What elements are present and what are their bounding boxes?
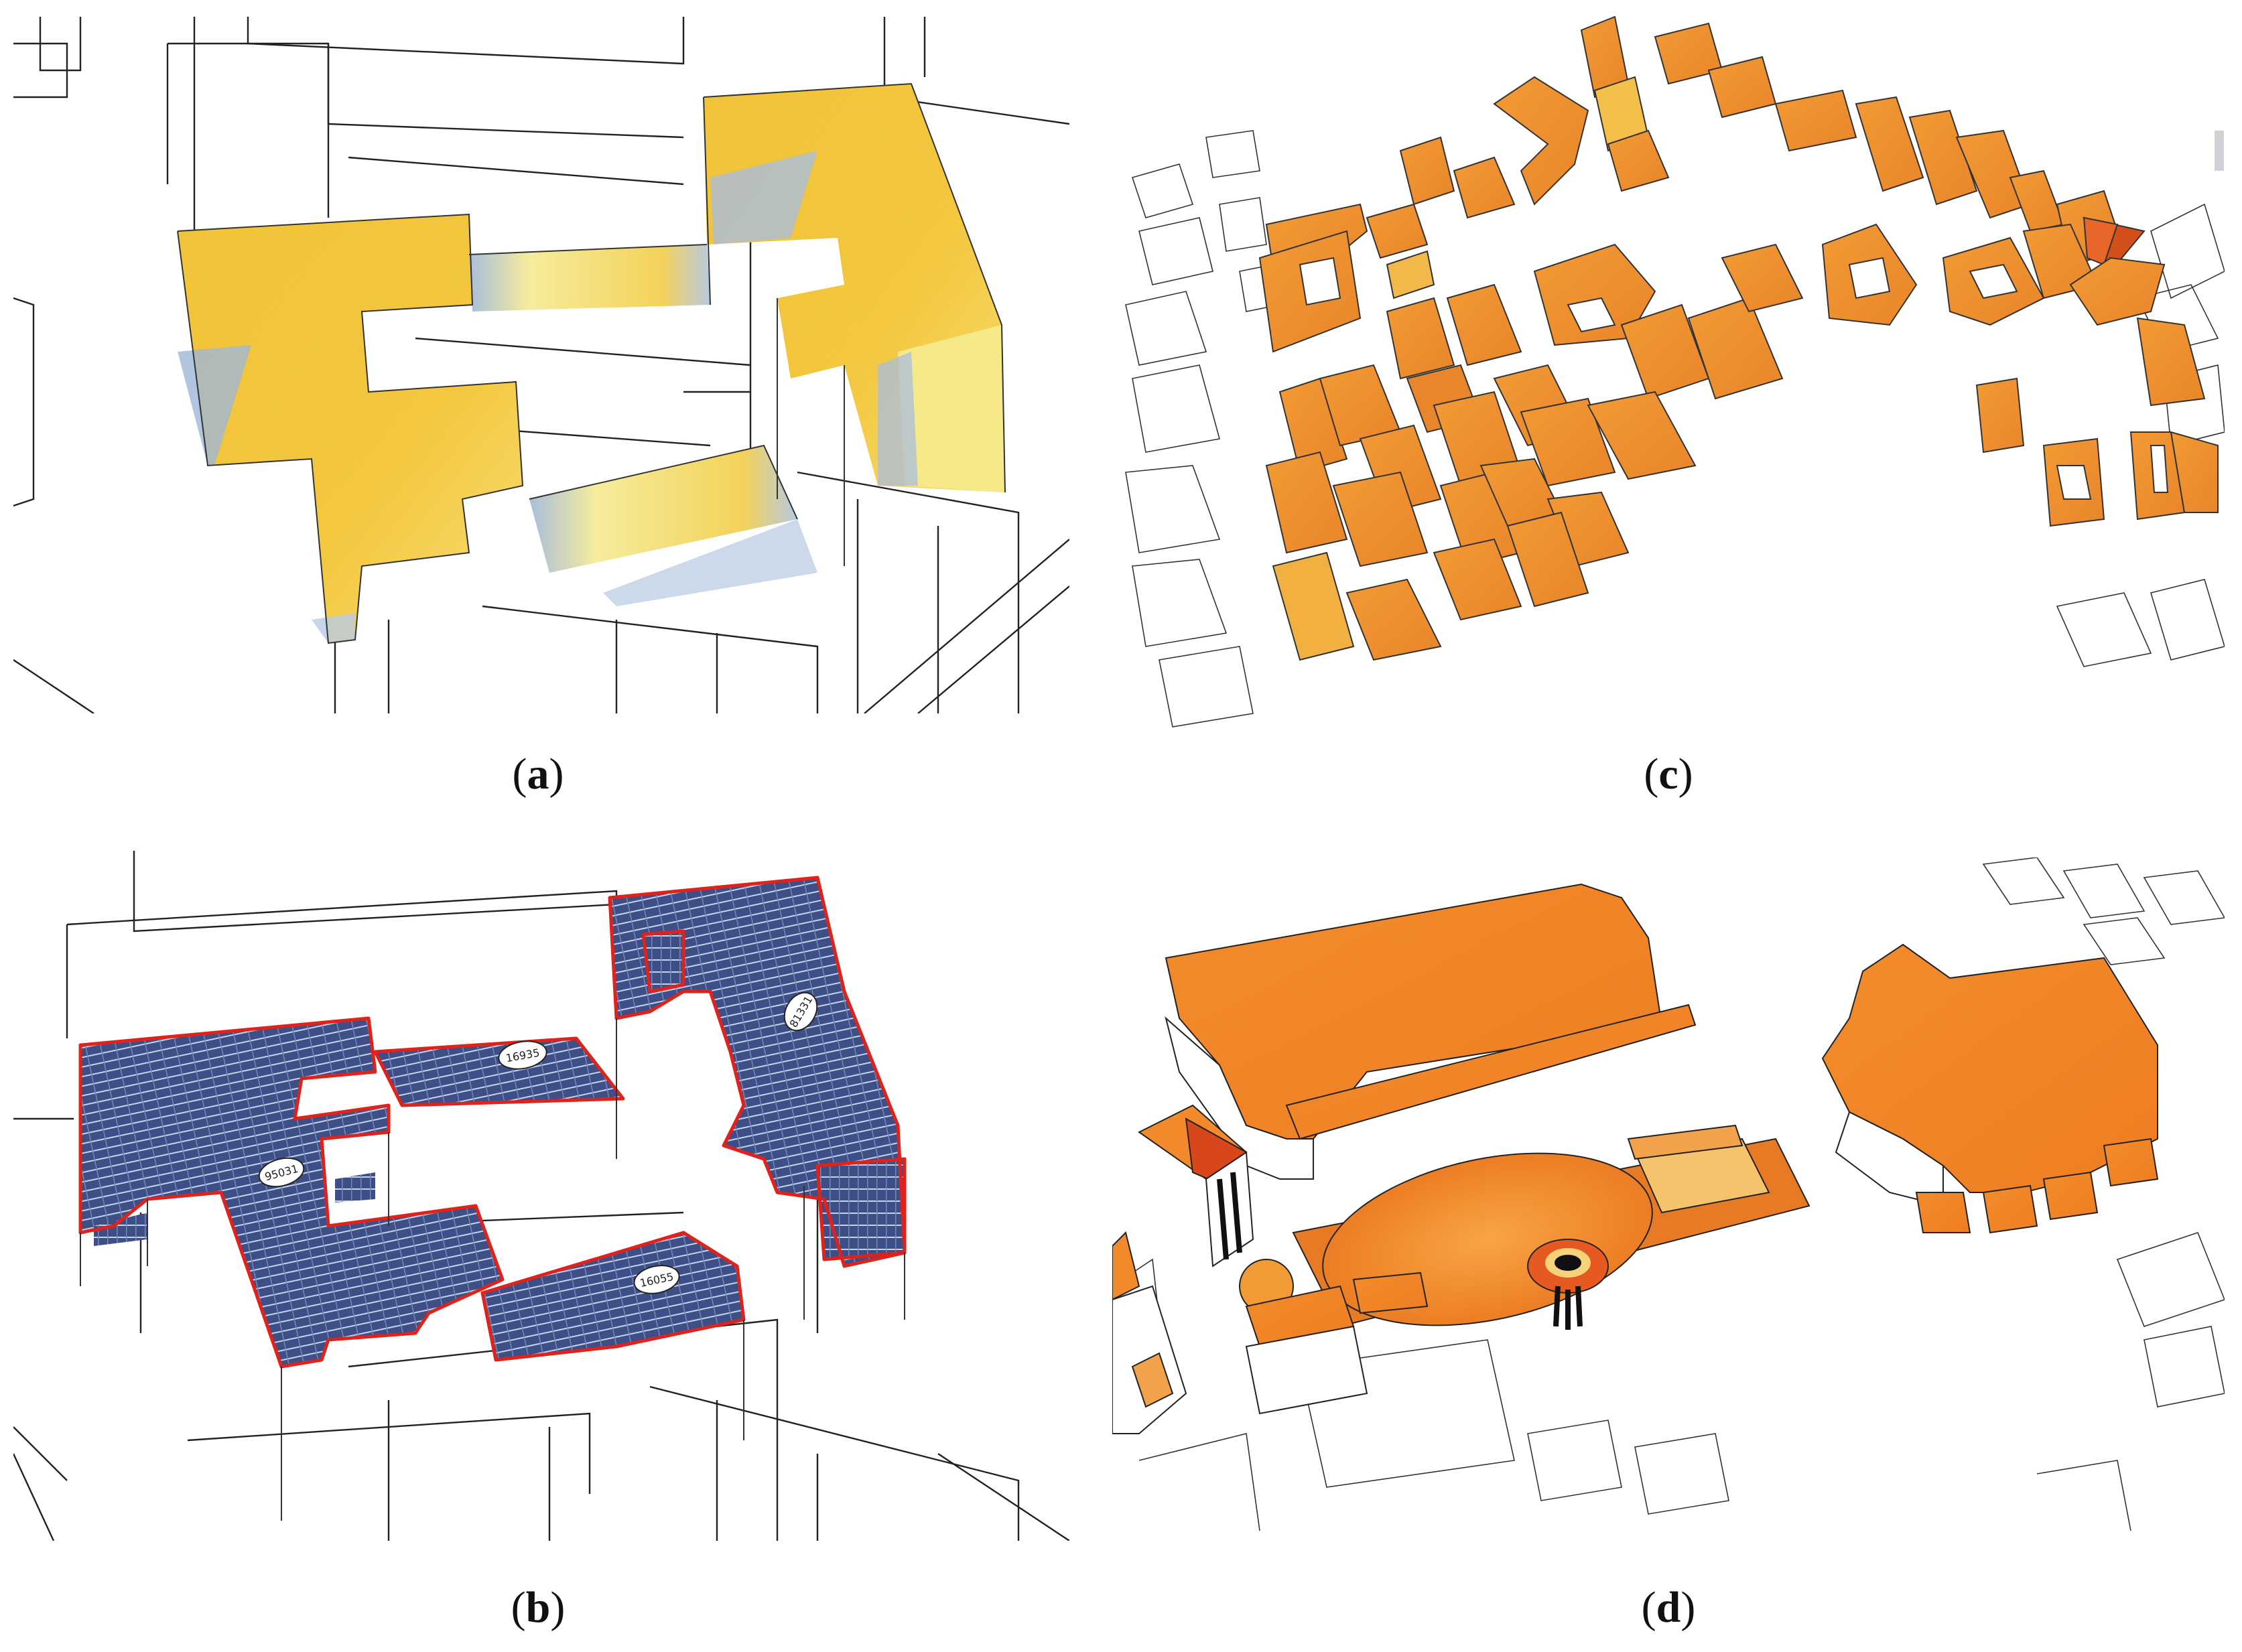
pv-tag-top-band xyxy=(498,1040,547,1070)
large-complex-roofs xyxy=(1112,883,2159,1434)
tower-structure-icon xyxy=(1527,1239,1609,1330)
panel-d-large-complex-solar-map xyxy=(1112,857,2225,1531)
pv-array-roofs xyxy=(78,876,907,1521)
caption-c: (c) xyxy=(1644,750,1693,799)
district-building-roofs xyxy=(1258,15,2219,661)
pv-tag-left-roof xyxy=(258,1157,305,1188)
caption-a: (a) xyxy=(512,750,564,799)
panel-a-solar-irradiation-building xyxy=(13,17,1069,713)
pv-tag-right-block xyxy=(783,991,818,1032)
caption-d: (d) xyxy=(1641,1583,1696,1632)
irradiated-building-surfaces xyxy=(177,82,1006,644)
panel-b-pv-panel-layout: 95031 16935 16055 81331 xyxy=(13,851,1069,1541)
context-wireframe-buildings xyxy=(13,851,1069,1541)
pv-area-tags: 95031 16935 16055 81331 xyxy=(258,991,818,1294)
panel-c-district-solar-map xyxy=(1119,3,2225,730)
pv-tag-bottom-band xyxy=(633,1265,680,1294)
context-wireframe-buildings xyxy=(1125,130,2225,728)
caption-b: (b) xyxy=(511,1583,566,1632)
